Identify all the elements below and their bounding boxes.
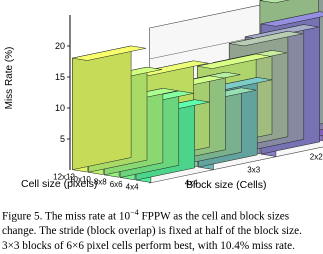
y-tick-label: 3x3: [247, 166, 260, 175]
y-tick-label: 2x2: [310, 153, 323, 162]
z-tick-label: 5: [60, 134, 65, 144]
y-axis-title: Block size (Cells): [186, 179, 267, 191]
x-axis-title: Cell size (pixels): [21, 178, 97, 190]
z-tick-label: 15: [55, 72, 65, 82]
z-tick-label: 20: [55, 41, 65, 51]
z-axis-title: Miss Rate (%): [4, 47, 15, 110]
x-tick-label: 6x6: [110, 180, 123, 189]
caption-line-2: change. The stride (block overlap) is fi…: [2, 224, 322, 239]
figure-caption: Figure 5. The miss rate at 10−4 FPPW as …: [2, 206, 322, 254]
caption-exponent: −4: [130, 208, 139, 217]
bar-face-side: [72, 46, 131, 170]
x-tick-label: 4x4: [126, 183, 139, 192]
caption-line-3: 3×3 blocks of 6×6 pixel cells perform be…: [2, 239, 322, 254]
z-tick-label: 10: [55, 103, 65, 113]
bar-chart-3d: 510152012x1210x108x86x64x44x43x32x21x1 M…: [0, 0, 323, 205]
caption-line-1: Figure 5. The miss rate at 10−4 FPPW as …: [2, 206, 322, 224]
